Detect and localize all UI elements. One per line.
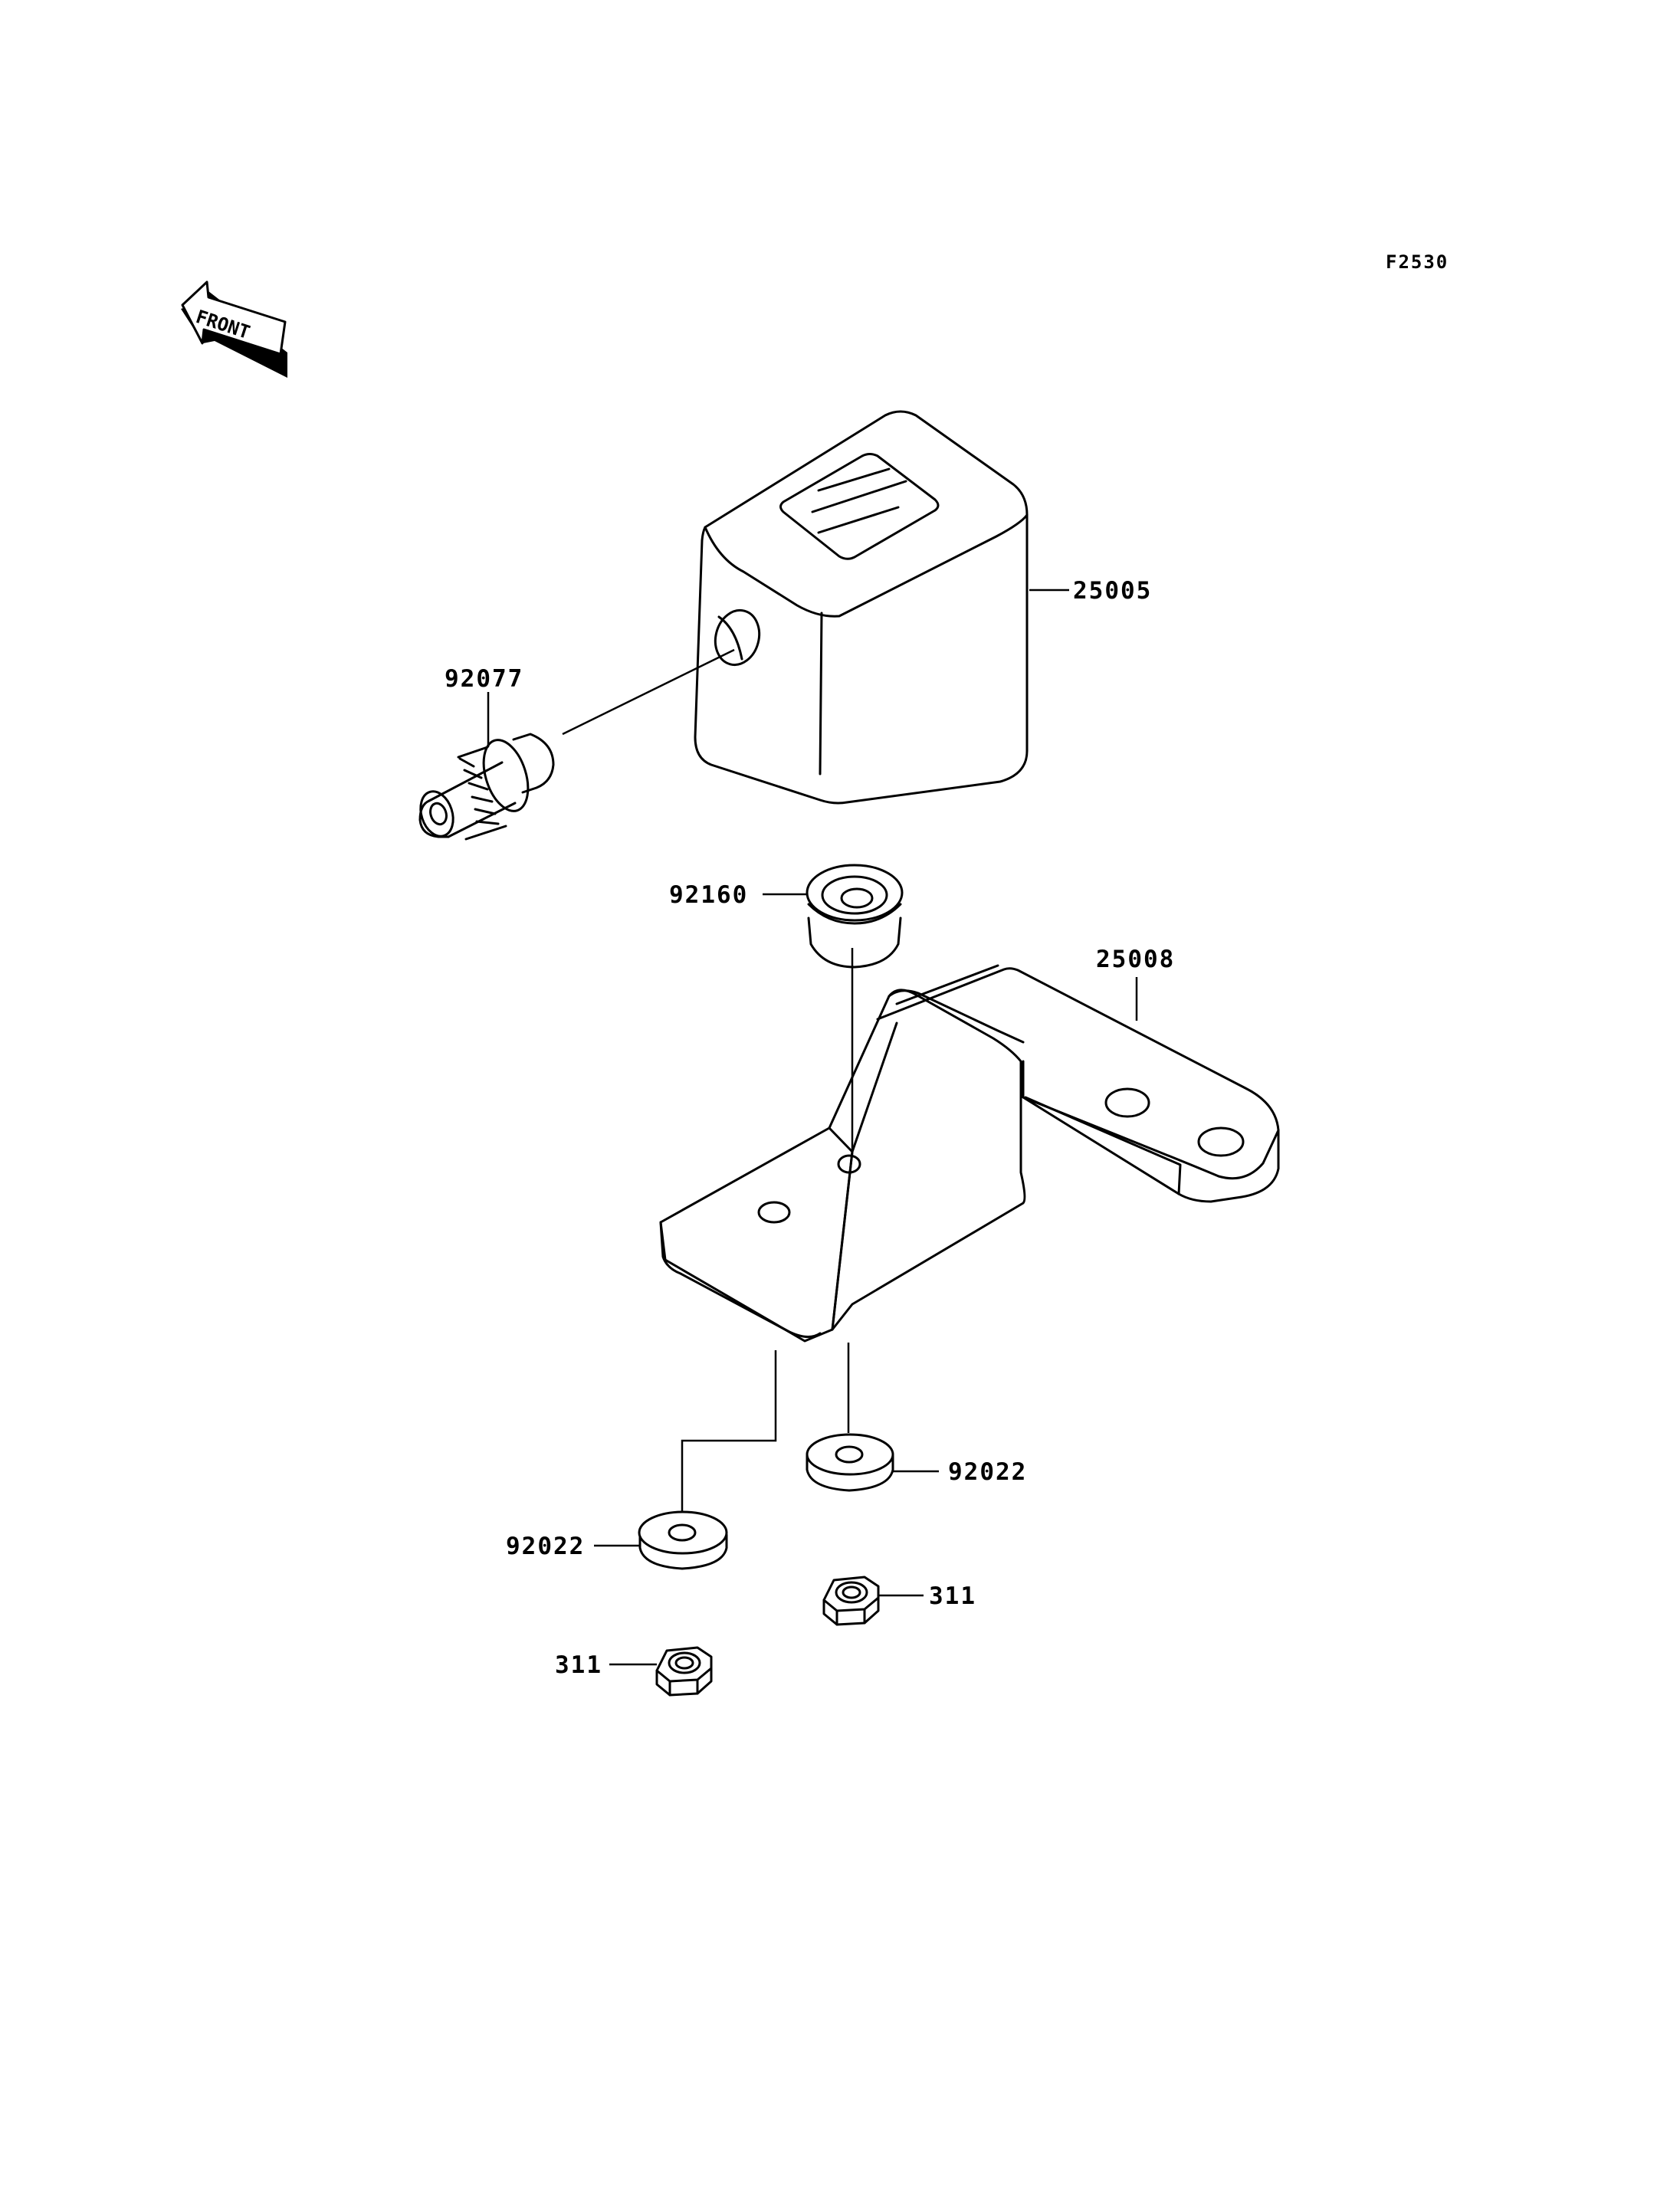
part-label-311-left: 311 [555,1651,602,1679]
part-label-25008: 25008 [1096,946,1175,973]
front-arrow-icon: FRONT [181,280,287,378]
nut-right [822,1576,880,1626]
washer-right [806,1433,894,1492]
part-label-92022-right: 92022 [948,1458,1027,1486]
part-label-311-right: 311 [929,1582,976,1610]
part-label-92160: 92160 [669,881,748,909]
grommet [806,864,904,969]
diagram-code: F2530 [1386,251,1449,273]
part-label-92022-left: 92022 [506,1533,585,1560]
meter-housing [694,410,1029,805]
leader-92077-axis [562,648,735,736]
cable-fitting [418,733,555,841]
nut-left [655,1646,713,1697]
part-label-92077: 92077 [445,665,523,693]
bracket [659,964,1280,1343]
washer-left [638,1510,728,1570]
axis-bracket-washer-left [681,1350,777,1521]
part-label-25005: 25005 [1073,577,1152,605]
